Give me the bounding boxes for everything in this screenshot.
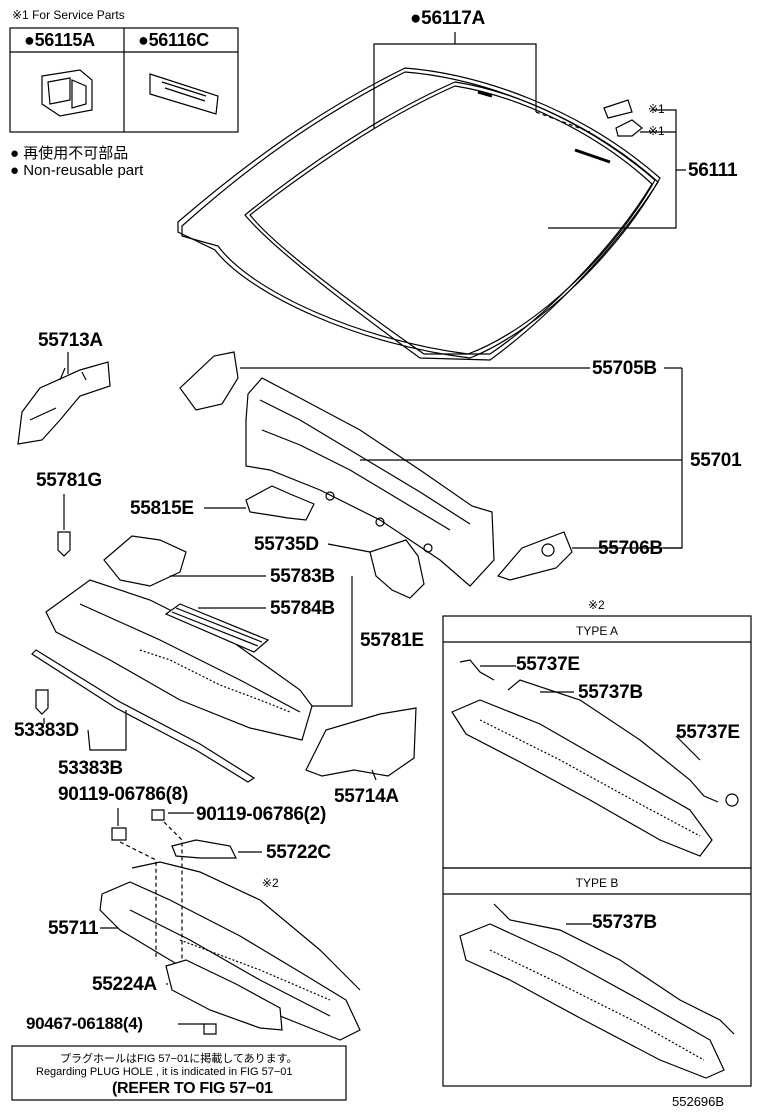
part-label-55706B: 55706B bbox=[598, 538, 663, 559]
harness-2 bbox=[131, 861, 361, 991]
part-label-55714A: 55714A bbox=[334, 786, 399, 807]
part-label-55711: 55711 bbox=[48, 918, 99, 939]
leader-55781E bbox=[170, 575, 353, 707]
type-a-title: TYPE A bbox=[575, 624, 619, 638]
part-label-55224A: 55224A bbox=[92, 974, 157, 995]
part-label-90119-8: 90119-06786(8) bbox=[58, 784, 188, 805]
part-label-90467: 90467-06188(4) bbox=[26, 1014, 143, 1033]
part-label-55737B-a: 55737B bbox=[578, 682, 643, 703]
legend-jp: ● 再使用不可部品 bbox=[10, 145, 129, 162]
part-label-55784B: 55784B bbox=[270, 598, 335, 619]
footer-note-en: Regarding PLUG HOLE , it is indicated in… bbox=[36, 1066, 293, 1078]
part-label-55737B-b: 55737B bbox=[592, 912, 657, 933]
screw-90119-a bbox=[111, 827, 127, 841]
clip-55781G bbox=[57, 531, 71, 557]
clip-53383D bbox=[35, 689, 49, 715]
marker-star2-right: ※2 bbox=[588, 598, 605, 612]
part-label-55713A: 55713A bbox=[38, 330, 103, 351]
part-label-55722C: 55722C bbox=[266, 842, 331, 863]
footer-reference: (REFER TO FIG 57−01 bbox=[112, 1080, 273, 1097]
footer-note-jp: プラグホールはFIG 57−01に掲載してあります。 bbox=[60, 1053, 298, 1065]
service-parts-box bbox=[9, 27, 239, 133]
part-label-55701: 55701 bbox=[690, 450, 742, 471]
service-clip-2 bbox=[615, 119, 643, 137]
part-number-56115A: ●56115A bbox=[24, 30, 95, 50]
type-box-frame bbox=[442, 615, 752, 1087]
part-label-90119-2: 90119-06786(2) bbox=[196, 804, 326, 825]
service-marker-1: ※1 bbox=[648, 102, 665, 116]
part-label-55735D: 55735D bbox=[254, 534, 319, 555]
type-b-title: TYPE B bbox=[575, 876, 619, 890]
service-parts-title: ※1 For Service Parts bbox=[12, 8, 125, 22]
seal-55735D bbox=[369, 539, 425, 599]
part-label-55781E: 55781E bbox=[360, 630, 424, 651]
part-label-55737E-a: 55737E bbox=[516, 654, 580, 675]
type-a-harness bbox=[451, 659, 739, 857]
clip-90467 bbox=[203, 1023, 217, 1035]
part-label-55815E: 55815E bbox=[130, 498, 194, 519]
service-clip-1 bbox=[603, 99, 633, 119]
marker-star2-left: ※2 bbox=[262, 876, 279, 890]
silencer-55224A bbox=[165, 959, 283, 1031]
seal-55815E bbox=[245, 485, 315, 521]
weatherstrip-53383B bbox=[31, 649, 256, 783]
leader-56117A bbox=[373, 32, 537, 128]
bracket-55705B bbox=[179, 351, 239, 411]
part-label-53383D: 53383D bbox=[14, 720, 79, 741]
part-label-56117A: ●56117A bbox=[410, 8, 485, 29]
service-marker-2: ※1 bbox=[648, 124, 665, 138]
bracket-55722C bbox=[171, 839, 237, 859]
windshield-glass bbox=[177, 67, 661, 361]
part-number-56116C: ●56116C bbox=[138, 30, 209, 50]
type-b-harness bbox=[459, 903, 735, 1079]
footer-note-box bbox=[11, 1045, 347, 1101]
leader-56111 bbox=[548, 109, 686, 229]
part-label-55737E-b: 55737E bbox=[676, 722, 740, 743]
part-label-55705B: 55705B bbox=[592, 358, 657, 379]
part-label-56111: 56111 bbox=[688, 160, 738, 181]
cowl-louver-55781E bbox=[45, 579, 313, 741]
bracket-55706B bbox=[496, 531, 573, 581]
side-panel-55714A bbox=[305, 707, 417, 777]
bracket-55783B bbox=[103, 535, 187, 587]
part-label-55783B: 55783B bbox=[270, 566, 335, 587]
diagram-code: 552696B bbox=[672, 1094, 725, 1109]
part-label-55781G: 55781G bbox=[36, 470, 102, 491]
cowl-top-panel-55701 bbox=[245, 377, 495, 587]
side-panel-55713A bbox=[17, 352, 111, 445]
legend-en: ● Non-reusable part bbox=[10, 162, 144, 179]
part-label-53383B: 53383B bbox=[58, 758, 123, 779]
screw-90119-b bbox=[151, 809, 165, 821]
